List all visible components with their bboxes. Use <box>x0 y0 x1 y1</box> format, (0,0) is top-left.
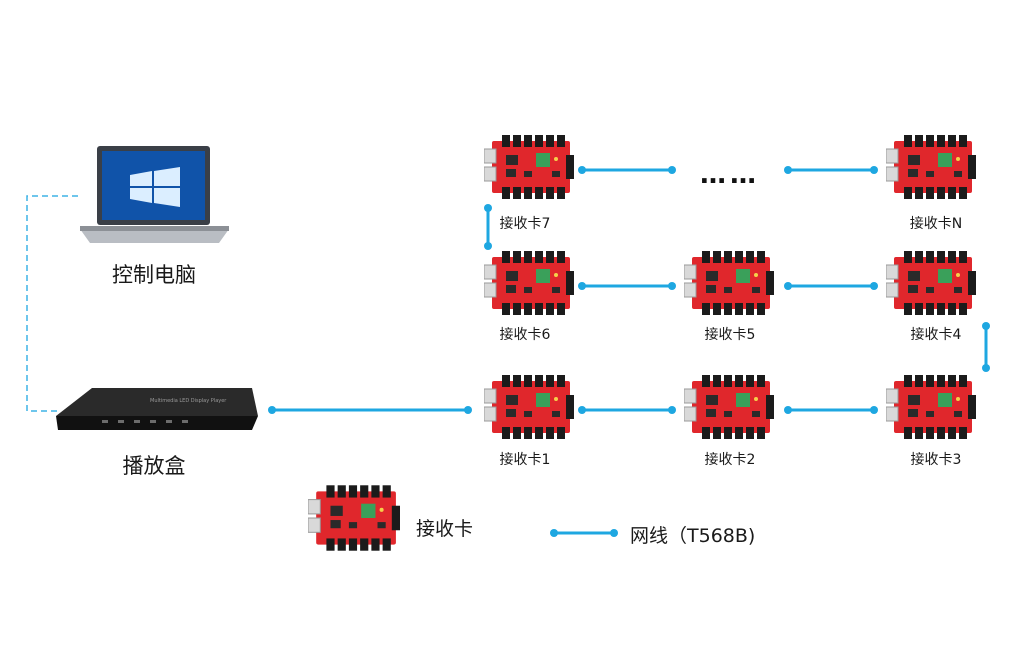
receiving-card-6-icon <box>484 251 574 315</box>
card-label-3: 接收卡3 <box>910 452 962 468</box>
chain-ellipsis: …… <box>700 160 760 190</box>
receiving-card-2-icon <box>684 375 774 439</box>
card-label-4: 接收卡4 <box>910 327 962 343</box>
card-label-7: 接收卡7 <box>499 216 551 232</box>
player-face-text: Multimedia LED Display Player <box>150 398 227 404</box>
card-label-5: 接收卡5 <box>704 327 756 343</box>
receiving-card-5-icon <box>684 251 774 315</box>
legend-card-icon <box>308 485 400 551</box>
receiving-card-7-icon <box>484 135 574 199</box>
computer-label: 控制电脑 <box>112 263 196 287</box>
usb-dashed-link <box>26 195 78 412</box>
card-label-n: 接收卡N <box>909 216 963 232</box>
cable-card4-card5 <box>784 282 878 290</box>
legend-cable-label: 网线（T568B) <box>630 525 756 547</box>
cable-card3-card4 <box>982 322 990 372</box>
cable-card6-card7 <box>484 204 492 250</box>
card-label-1: 接收卡1 <box>499 452 551 468</box>
cable-card2-card3 <box>784 406 878 414</box>
cable-ellipsis-cardN <box>784 166 878 174</box>
cable-card5-card6 <box>578 282 676 290</box>
player-label: 播放盒 <box>122 454 186 478</box>
receiving-card-1-icon <box>484 375 574 439</box>
card-label-2: 接收卡2 <box>704 452 756 468</box>
receiving-card-3-icon <box>886 375 976 439</box>
laptop-icon <box>80 146 229 243</box>
cable-player-card1 <box>268 406 472 414</box>
legend-cable-icon <box>550 529 618 537</box>
card-label-6: 接收卡6 <box>499 327 551 343</box>
receiving-card-n-icon <box>886 135 976 199</box>
cable-card1-card2 <box>578 406 676 414</box>
legend-card-label: 接收卡 <box>416 518 474 540</box>
player-box-icon <box>56 388 258 430</box>
cable-card7-ellipsis <box>578 166 676 174</box>
receiving-card-4-icon <box>886 251 976 315</box>
